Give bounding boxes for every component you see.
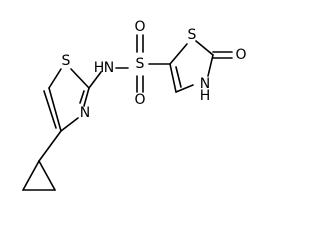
atom-n-thiazole: N — [80, 105, 90, 121]
atom-s-thiazolone: S — [188, 27, 197, 43]
bond-thiazole-c2-n — [83, 87, 90, 107]
bond-thiazolone-c2-n — [207, 54, 214, 77]
atom-h-ring: H — [200, 88, 211, 104]
molecule-structure: S N H N S O O S O N H — [22, 19, 247, 191]
bond-thiazolone-s-c2 — [195, 40, 214, 56]
atom-o-carbonyl: O — [235, 47, 246, 63]
atom-labels: S N H N S O O S O N H — [62, 19, 247, 121]
bond-thiazole-s-c2 — [70, 68, 90, 89]
bond-c2-to-nh — [88, 71, 102, 89]
bonds — [22, 34, 233, 191]
bond-thiazolone-c5-s — [169, 43, 188, 65]
atom-o-sulfonyl-top: O — [134, 19, 145, 35]
bond-cyclopropyl-to-thiazole — [38, 130, 62, 162]
bond-cyclopropyl-1 — [38, 160, 56, 191]
bond-thiazolone-c4-c5 — [169, 63, 177, 93]
bond-thiazolone-n-c4 — [175, 84, 194, 93]
atom-s-thiazole: S — [62, 53, 71, 69]
bond-thiazole-c5-s — [48, 68, 62, 89]
atom-o-sulfonyl-bottom: O — [134, 92, 145, 108]
atom-s-sulfonyl: S — [136, 56, 145, 72]
bond-cyclopropyl-3 — [22, 160, 40, 191]
bond-thiazole-n-c4 — [60, 117, 79, 132]
bond-thiazole-c4-c5 — [48, 87, 62, 132]
atom-n-ring: N — [200, 76, 210, 92]
atom-h-amide: H — [94, 60, 105, 76]
bond-thiazole-c2-n-inner — [79, 90, 85, 104]
bond-thiazolone-c4-c5-inner — [175, 66, 182, 88]
bond-thiazole-c4-c5-inner — [43, 90, 57, 129]
atom-n-amide: N — [104, 60, 114, 76]
